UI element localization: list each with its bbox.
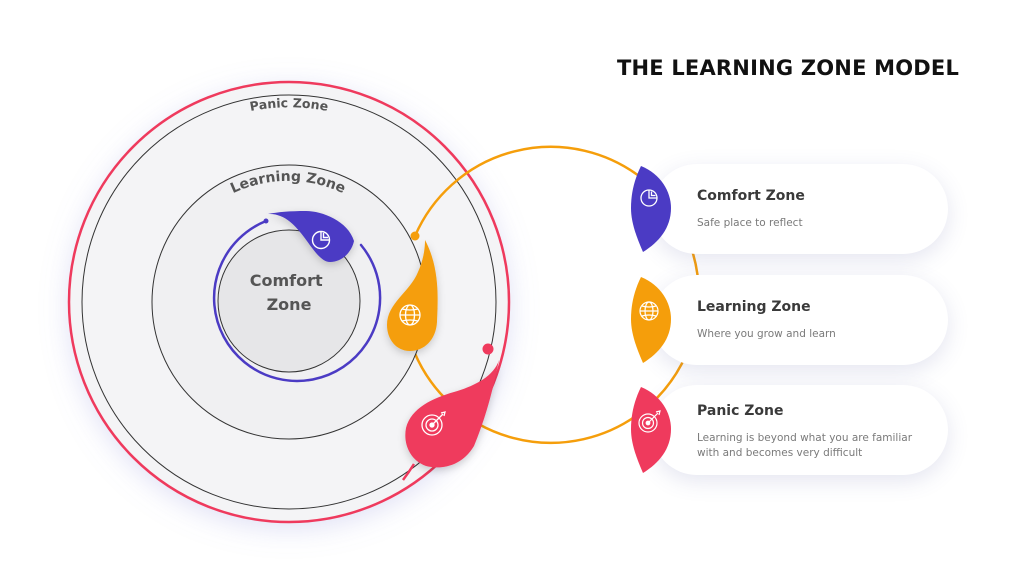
panic-drop-badge: [631, 387, 671, 473]
panic-zone-ring: [67, 80, 511, 524]
card-description: Where you grow and learn: [697, 328, 836, 340]
learning-badge: [387, 240, 438, 351]
comfort-arc-dot: [263, 218, 269, 224]
learning-arc-dot: [410, 231, 420, 241]
learning-drop-badge: [631, 277, 671, 363]
card-title: Panic Zone: [697, 403, 784, 419]
learning-zone-card: Learning Zone Where you grow and learn: [652, 275, 948, 365]
card-description: Learning is beyond what you are familiar…: [697, 432, 913, 459]
pie-chart-icon: [640, 189, 658, 207]
comfort-badge: [268, 211, 354, 262]
panic-zone-label: Panic Zone: [248, 95, 329, 114]
comfort-drop-badge: [631, 166, 671, 252]
card-description: Safe place to reflect: [697, 217, 803, 229]
comfort-zone-circle: [217, 229, 361, 373]
comfort-zone-label: Comfort Zone: [250, 271, 328, 314]
page-title: THE LEARNING ZONE MODEL: [617, 56, 960, 80]
target-icon: [421, 411, 446, 436]
panic-tail-arc: [402, 463, 416, 481]
globe-icon: [399, 304, 421, 326]
target-icon: [638, 410, 661, 433]
panic-zone-inner-line: [81, 94, 497, 510]
panic-zone-card: Panic Zone Learning is beyond what you a…: [652, 385, 948, 475]
globe-icon: [639, 301, 659, 321]
card-title: Learning Zone: [697, 299, 811, 315]
comfort-zone-card: Comfort Zone Safe place to reflect: [652, 164, 948, 254]
pie-chart-icon: [311, 230, 331, 250]
comfort-zone-arc: [212, 219, 382, 383]
card-title: Comfort Zone: [697, 188, 805, 204]
panic-arc-dot: [482, 343, 494, 355]
panic-badge: [405, 360, 499, 468]
